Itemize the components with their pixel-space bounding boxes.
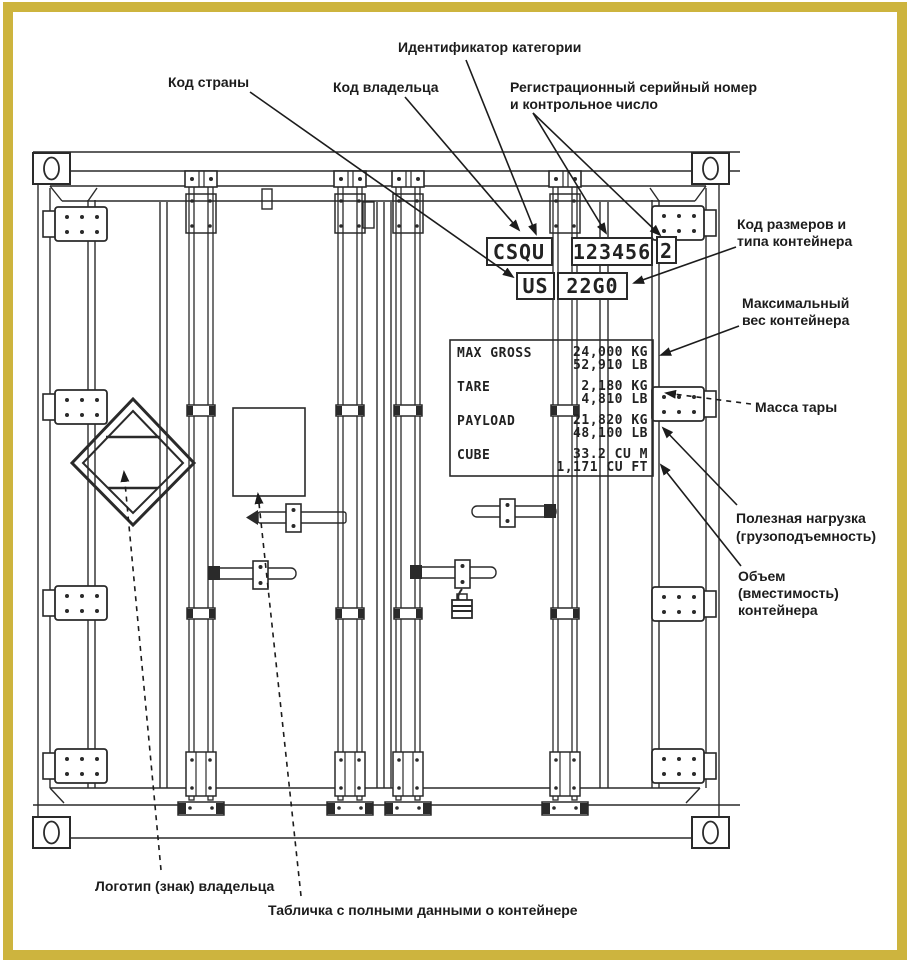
plate-row-metric: 2,180 KG [581,379,648,394]
plate-row-label: PAYLOAD [457,414,515,429]
label-max-weight-line1: Максимальный [742,295,849,311]
plate-row-imperial: 48,100 LB [573,426,648,441]
label-registration-serial-line1: Регистрационный серийный номер [510,79,757,95]
page-border [3,2,907,960]
container-marking: CSQU 123456 2 US 22G0 [486,236,677,300]
label-owner-logo: Логотип (знак) владельца [95,878,275,894]
plate-row-imperial: 52,910 LB [573,358,648,373]
leader-country-code [249,91,515,279]
leader-category-identifier [465,59,537,236]
corner-casting-bottom-left [32,816,71,849]
corner-casting-top-right [691,152,730,185]
leader-volume [659,463,742,567]
leader-payload [661,426,738,506]
plate-row-metric: 21,820 KG [573,413,648,428]
label-max-weight-line2: вес контейнера [742,312,850,328]
lock-rod-3 [385,171,431,815]
label-payload-line1: Полезная нагрузка [736,510,866,526]
owner-logo-placard [69,396,197,528]
door-handles [208,498,557,619]
label-csc-plate: Табличка с полными данными о контейнере [268,902,578,918]
padlock-icon [451,588,473,619]
lock-rod-4 [542,171,588,815]
plate-row-label: CUBE [457,448,490,463]
plate-row-imperial: 4,810 LB [581,392,648,407]
locking-rods [178,171,588,815]
label-size-type-line1: Код размеров и [737,216,846,232]
label-country-code: Код страны [168,74,249,90]
country-code-text: US [522,274,548,298]
leader-max-weight [659,325,740,356]
plate-row-imperial: 1,171 CU FT [556,460,648,475]
owner-code-text: CSQU [493,240,545,264]
leader-owner-code [404,96,521,232]
label-volume-line3: контейнера [738,602,818,618]
label-owner-code: Код владельца [333,79,439,95]
label-volume-line2: (вместимость) [738,585,839,601]
label-payload-line2: (грузоподъемность) [736,528,876,544]
lock-rod-1 [178,171,224,815]
lock-rod-2 [327,171,373,815]
label-size-type-line2: типа контейнера [737,233,852,249]
weight-data-plate: MAX GROSS 24,000 KG 52,910 LB TARE 2,180… [449,339,654,477]
callout-labels: Идентификатор категории Код страны Код в… [95,39,876,918]
label-volume-line1: Объем [738,568,786,584]
container-frame [32,151,740,849]
corner-casting-top-left [32,152,71,185]
corner-casting-bottom-right [691,816,730,849]
leader-lines [120,59,752,897]
csc-plate-rectangle [232,407,306,497]
leader-owner-logo [120,470,162,871]
plate-row-metric: 33.2 CU M [573,447,648,462]
plate-row-label: TARE [457,380,490,395]
plate-row-label: MAX GROSS [457,346,532,361]
label-tare-mass: Масса тары [755,399,837,415]
leader-check-digit [532,112,662,237]
leader-tare-mass [664,389,752,405]
label-registration-serial-line2: и контрольное число [510,96,658,112]
plate-row-metric: 24,000 KG [573,345,648,360]
leader-serial-number [532,112,608,235]
size-type-code-text: 22G0 [566,274,618,298]
leader-size-type-code [632,246,737,284]
check-digit-text: 2 [660,239,673,263]
serial-number-text: 123456 [573,240,651,264]
label-category-identifier: Идентификатор категории [398,39,581,55]
leader-csc-plate [254,492,302,897]
